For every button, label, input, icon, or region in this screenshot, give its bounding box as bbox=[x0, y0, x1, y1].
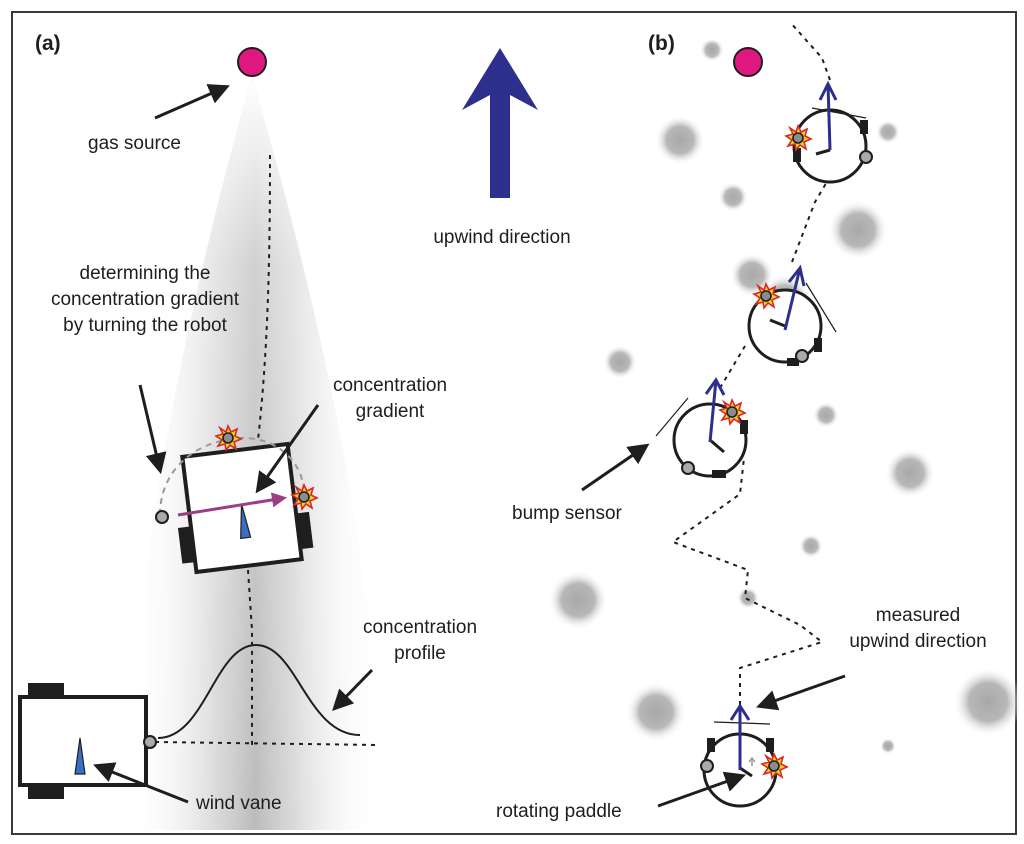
profile-pointer bbox=[332, 668, 374, 712]
bump-sensor-icon bbox=[859, 150, 873, 164]
robot-a-path bbox=[247, 154, 271, 745]
profile-baseline bbox=[154, 741, 379, 746]
turning-arc bbox=[159, 436, 306, 516]
bump-sensor-icon bbox=[155, 510, 169, 524]
turning-label-3: by turning the robot bbox=[63, 315, 227, 336]
panel-b-tag: (b) bbox=[648, 32, 675, 55]
gradient-arrow bbox=[177, 492, 287, 517]
measured-label-2: upwind direction bbox=[849, 631, 987, 652]
paddle-pointer bbox=[657, 771, 746, 808]
gradient-label-1: concentration bbox=[332, 375, 448, 396]
profile-label-2: profile bbox=[394, 643, 446, 664]
robot-b-mid-lower bbox=[655, 377, 748, 478]
upwind-arrow bbox=[462, 48, 538, 198]
wind-vane-robot bbox=[18, 683, 148, 799]
turning-pointer bbox=[138, 384, 167, 475]
bump-sensor-icon bbox=[681, 461, 695, 475]
bump-sensor-icon bbox=[143, 735, 157, 749]
gas-source-dot bbox=[237, 47, 267, 77]
profile-label-1: concentration bbox=[362, 617, 478, 638]
wind-vane-pointer bbox=[93, 762, 189, 804]
turning-label-2: concentration gradient bbox=[50, 289, 240, 310]
paddle-label: rotating paddle bbox=[496, 801, 622, 822]
robot-b-mid-upper bbox=[747, 264, 837, 366]
wind-vane-label: wind vane bbox=[196, 793, 282, 814]
bump-sensor-icon bbox=[795, 349, 809, 363]
bump-sensor-icon bbox=[700, 759, 714, 773]
gas-source-dot-b bbox=[733, 47, 763, 77]
robot-b-top bbox=[792, 80, 868, 184]
wind-vane-icon bbox=[240, 503, 252, 540]
wind-vane-icon bbox=[74, 737, 86, 775]
figure-frame bbox=[11, 11, 1017, 835]
gas-source-pointer bbox=[154, 84, 230, 120]
measured-label-1: measured bbox=[875, 605, 961, 626]
gas-source-label: gas source bbox=[88, 133, 181, 154]
concentration-profile-curve bbox=[157, 643, 361, 739]
bump-sensor-label: bump sensor bbox=[512, 503, 622, 524]
panel-a-tag: (a) bbox=[35, 32, 61, 55]
gradient-label-2: gradient bbox=[355, 401, 425, 422]
gradient-pointer bbox=[255, 404, 320, 494]
gas-puffs bbox=[548, 38, 1023, 788]
turning-label-1: determining the bbox=[79, 263, 211, 284]
measured-pointer bbox=[756, 674, 846, 711]
rotating-paddle-icon bbox=[739, 766, 753, 778]
bump-pointer bbox=[581, 443, 650, 492]
upwind-label: upwind direction bbox=[433, 227, 571, 248]
